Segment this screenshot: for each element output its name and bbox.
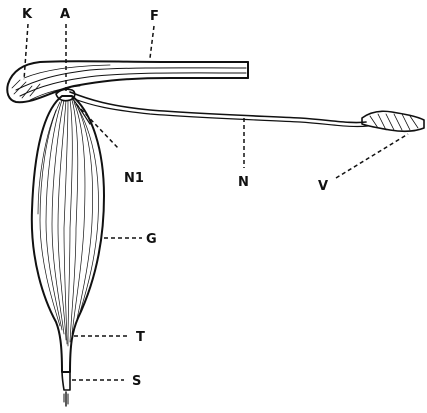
leader-k	[24, 24, 28, 80]
label-t: T	[136, 330, 145, 345]
label-n1: N1	[124, 171, 144, 186]
achilles-tendon	[62, 370, 70, 406]
vertebral-end	[362, 111, 424, 131]
label-n: N	[238, 175, 249, 190]
label-v: V	[318, 179, 328, 194]
label-f: F	[150, 9, 159, 24]
leader-f	[150, 26, 154, 58]
gastrocnemius-muscle	[32, 96, 104, 372]
leader-v	[336, 134, 408, 178]
label-k: K	[22, 7, 33, 22]
femur-bone	[7, 61, 248, 102]
label-a: A	[60, 7, 70, 22]
sciatic-nerve	[70, 92, 368, 127]
label-g: G	[146, 232, 157, 247]
label-s: S	[132, 374, 141, 389]
